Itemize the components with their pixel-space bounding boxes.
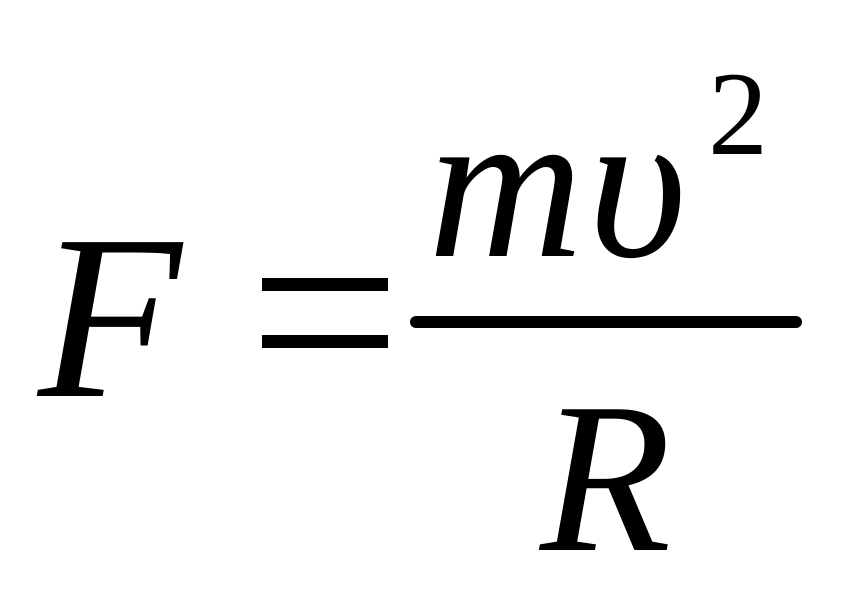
- fraction-bar: [410, 316, 802, 328]
- velocity-symbol: υ: [588, 64, 687, 303]
- radius-symbol: R: [540, 358, 672, 597]
- exponent: 2: [708, 47, 768, 180]
- mass-symbol: m: [428, 64, 584, 303]
- equals-sign: [262, 278, 388, 350]
- force-symbol: F: [38, 187, 182, 447]
